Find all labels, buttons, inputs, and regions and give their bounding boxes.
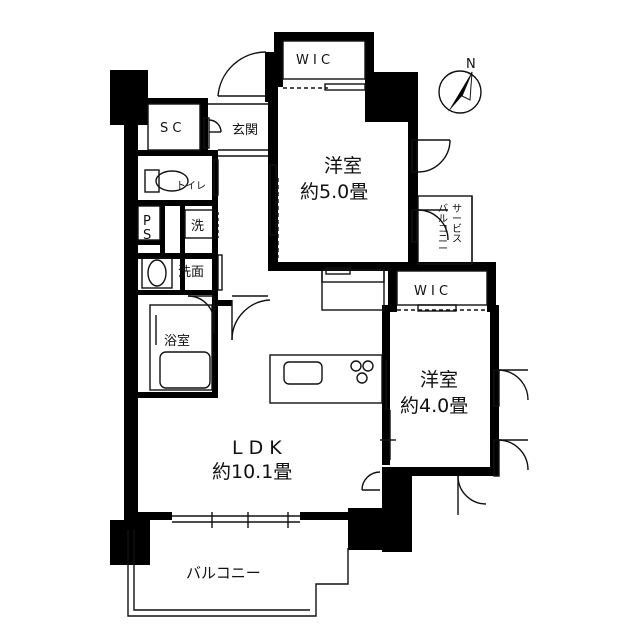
toilet-label: トイレ (176, 181, 206, 192)
compass: N (438, 57, 482, 114)
ps-label-s: S (143, 228, 151, 243)
wic-right-label: W I C (414, 284, 448, 299)
north-arrow-icon (448, 72, 472, 112)
room-labels: W I C S C 玄関 トイレ P S 洗 洗面 浴室 洋室 約5.0畳 サ … (143, 53, 468, 582)
compass-circle (438, 70, 482, 114)
service-balcony-char: ル (438, 214, 448, 225)
service-balcony-char: バ (438, 203, 448, 215)
sc-label: S C (160, 121, 181, 136)
walls (110, 32, 499, 565)
washroom-label: 洗面 (178, 265, 204, 280)
service-balcony-char: コ (438, 224, 448, 235)
bath-label: 浴室 (164, 333, 190, 349)
western-room-2-size: 約4.0畳 (400, 395, 468, 417)
ps-label-p: P (143, 214, 151, 229)
service-balcony-char: ニ (438, 234, 448, 245)
ldk-name: L D K (232, 437, 282, 459)
north-arrow-outline-icon (461, 71, 473, 101)
ldk-size: 約10.1畳 (212, 461, 292, 483)
service-balcony-char: ー (438, 244, 448, 255)
entrance-label: 玄関 (232, 123, 258, 138)
western-room-2-name: 洋室 (420, 369, 458, 391)
service-balcony-label: サ ー ビ ス バ ル コ ニ ー (438, 203, 462, 255)
wic-top-label: W I C (296, 53, 330, 68)
balcony-label: バルコニー (186, 564, 261, 582)
western-room-1-name: 洋室 (324, 155, 362, 177)
laundry-label: 洗 (191, 219, 204, 234)
thin-lines (127, 40, 529, 617)
service-balcony-char: サ (452, 203, 462, 215)
service-balcony-char: ー (452, 214, 462, 225)
service-balcony-char: ビ (452, 223, 462, 235)
service-balcony-char: ス (452, 234, 462, 245)
western-room-1-size: 約5.0畳 (300, 181, 368, 203)
compass-north-label: N (466, 57, 476, 72)
